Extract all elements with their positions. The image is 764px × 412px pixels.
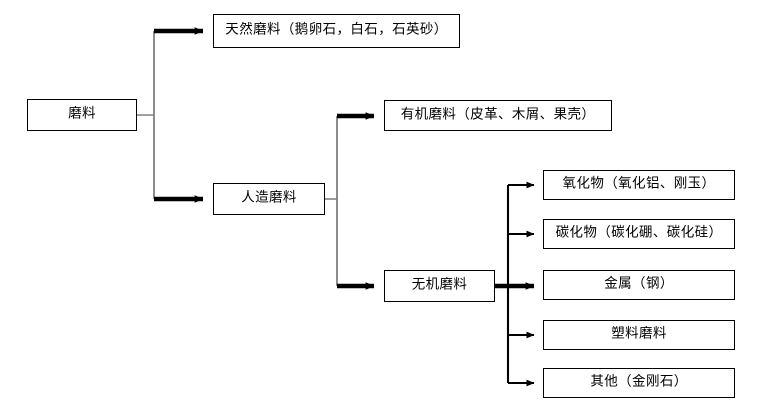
node-artificial-abrasive[interactable]: 人造磨料 (213, 183, 325, 215)
node-other-label: 其他（金刚石） (590, 373, 688, 390)
edge-root-to-level1 (137, 27, 204, 203)
node-other[interactable]: 其他（金刚石） (543, 368, 735, 398)
edge-artificial-to-level2 (325, 112, 375, 290)
node-organic-abrasive-label: 有机磨料（皮革、木屑、果壳） (400, 106, 596, 123)
node-carbide-label: 碳化物（碳化硼、碳化硅） (555, 224, 723, 241)
node-inorganic-abrasive-label: 无机磨料 (411, 276, 468, 293)
node-natural-abrasive-label: 天然磨料（鹅卵石，白石，石英砂） (225, 21, 448, 38)
node-plastic-abrasive-label: 塑料磨料 (611, 325, 667, 342)
node-organic-abrasive[interactable]: 有机磨料（皮革、木屑、果壳） (384, 100, 612, 131)
node-carbide[interactable]: 碳化物（碳化硼、碳化硅） (543, 219, 735, 249)
node-root-abrasive[interactable]: 磨料 (27, 99, 137, 131)
node-artificial-abrasive-label: 人造磨料 (241, 189, 297, 206)
node-metal[interactable]: 金属（钢） (543, 270, 735, 300)
node-root-abrasive-label: 磨料 (68, 105, 96, 122)
node-natural-abrasive[interactable]: 天然磨料（鹅卵石，白石，石英砂） (213, 14, 460, 48)
node-metal-label: 金属（钢） (604, 275, 674, 292)
edge-inorganic-to-level3 (495, 181, 535, 387)
node-oxide-label: 氧化物（氧化铝、刚玉） (562, 175, 716, 192)
node-inorganic-abrasive[interactable]: 无机磨料 (384, 270, 495, 302)
node-oxide[interactable]: 氧化物（氧化铝、刚玉） (543, 170, 735, 200)
node-plastic-abrasive[interactable]: 塑料磨料 (543, 320, 735, 350)
